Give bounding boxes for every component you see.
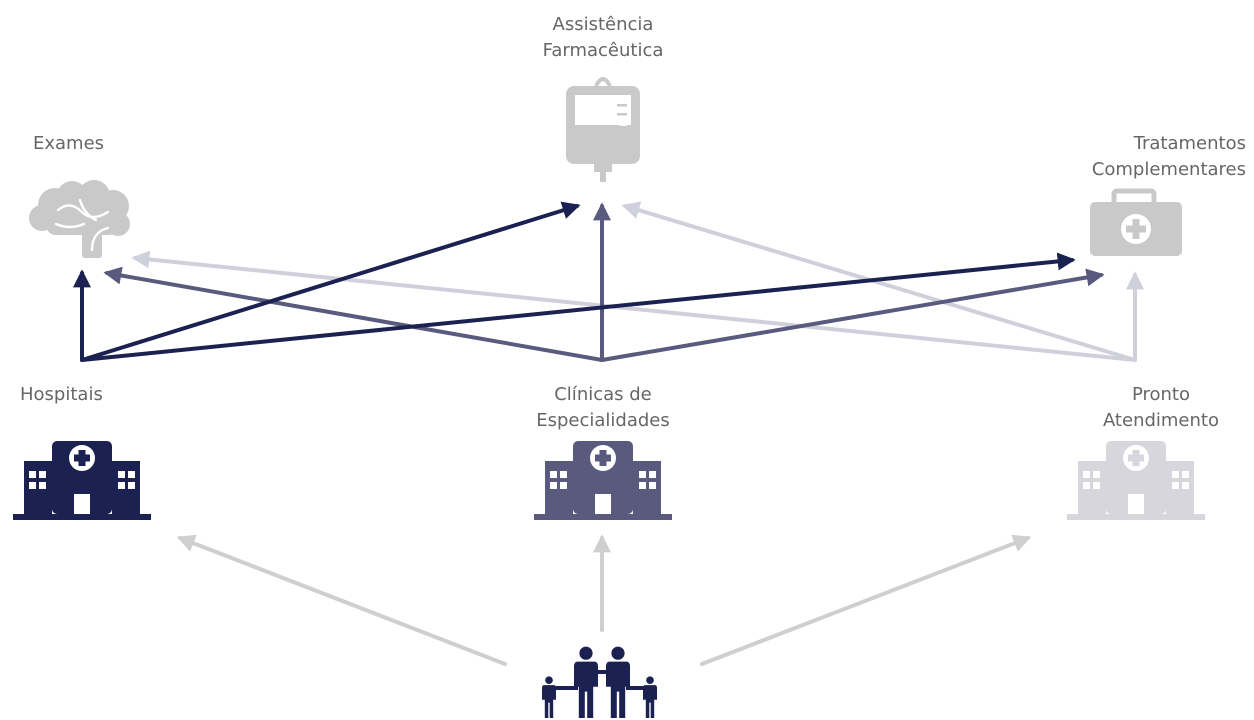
arrow-pronto-to-exames [131,250,1137,362]
assistencia-label-line1: Assistência [552,14,654,35]
hospitais-label: Hospitais [20,382,103,408]
clinicas-especialidades-label: Clínicas de Especialidades [536,382,670,434]
pronto-label-line1: Pronto [1131,384,1190,405]
tratamentos-complementares-label: Tratamentos Complementares [1092,131,1246,183]
first-aid-kit-icon [1090,188,1182,256]
hospitais-label-text: Hospitais [20,384,103,405]
tratamentos-label-line1: Tratamentos [1133,133,1246,154]
exames-label-text: Exames [33,133,105,154]
arrow-hospitais-to-assistencia [80,201,581,362]
arrows-layer [73,201,1144,666]
pronto-hospital-building-icon [1067,441,1205,520]
hospitais-hospital-building-icon [13,441,151,520]
arrow-pronto-to-assistencia [621,201,1137,362]
pronto-label-line2: Atendimento [1102,410,1219,431]
pronto-atendimento-label: Pronto Atendimento [1103,382,1219,434]
clinicas-label-line1: Clínicas de [554,384,652,405]
brain-icon [29,180,130,258]
tratamentos-label-line2: Complementares [1091,159,1246,180]
clinicas-hospital-building-icon [534,441,672,520]
arrow-patients-to-pronto [700,534,1032,666]
iv-bag-icon [566,77,640,182]
arrow-hospitais-to-tratamentos [80,252,1076,362]
arrow-patients-to-hospitais [176,534,507,666]
family-icon [542,646,657,718]
exames-label: Exames [33,131,104,157]
arrow-clinicas-to-exames [103,266,604,362]
assistencia-farmaceutica-label: Assistência Farmacêutica [543,12,664,64]
assistencia-label-line2: Farmacêutica [542,40,664,61]
clinicas-label-line2: Especialidades [536,410,670,431]
arrow-clinicas-to-tratamentos [600,268,1105,362]
icons-layer [13,77,1205,718]
